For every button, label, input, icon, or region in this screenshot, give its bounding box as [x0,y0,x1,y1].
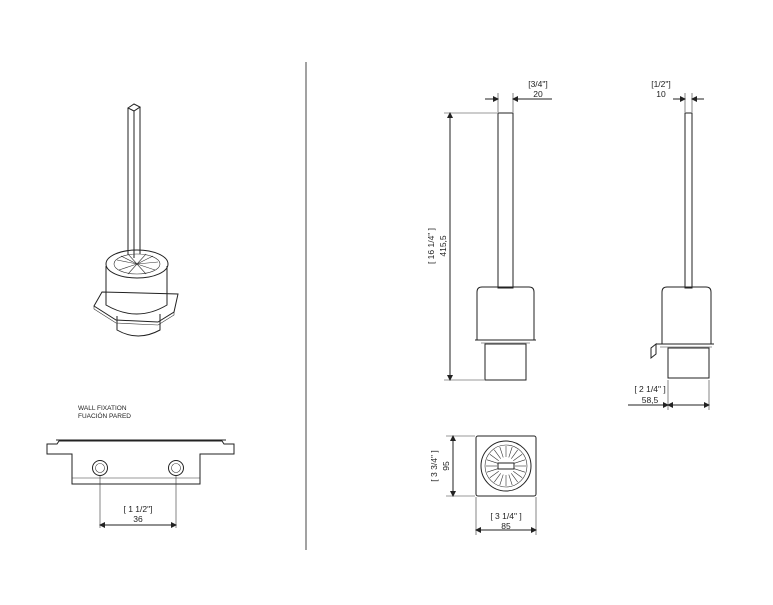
brush-bristle-line [511,473,518,483]
dim-height-imperial: [ 16 1/4" ] [426,228,436,264]
dim-plate-width-mm: 85 [501,521,511,531]
brush-bristle-line [513,471,523,478]
dim-projection-imperial: [ 2 1/4" ] [634,384,665,394]
side-view: [1/2"] 10 [ 2 1/4" ] 58,5 [628,79,714,410]
brush-bristle-line [499,474,504,486]
dim-plate-height-imperial: [ 3 3/4" ] [429,450,439,481]
wall-fixation-view: WALL FIXATION FUACIÓN PARED [ 1 1/2"] 36 [46,405,235,528]
brush-bristle-line [514,459,526,464]
brush-bristle-line [508,446,513,458]
dim-holes-mm: 36 [133,514,143,524]
brush-bristle-line [514,468,526,473]
brush-bristle-line [489,471,499,478]
front-view: [ 16 1/4" ] 415,5 [3/4"] 20 [426,79,552,381]
brush-bristle-line [494,449,501,459]
dim-projection-mm: 58,5 [642,395,659,405]
wall-fixation-label-en: WALL FIXATION [78,405,127,412]
perspective-view [93,103,179,337]
dim-height-mm: 415,5 [438,235,448,257]
dim-handle-side-mm: 10 [656,89,666,99]
dim-plate-width-imperial: [ 3 1/4" ] [490,511,521,521]
dim-handle-side-imperial: [1/2"] [651,79,671,89]
dim-holes-imperial: [ 1 1/2"] [123,504,152,514]
brush-bristle-line [486,459,498,464]
top-view: [ 3 3/4" ] 95 [ 3 1/4" ] 85 [429,435,537,535]
wall-fixation-label-es: FUACIÓN PARED [78,411,131,420]
dim-handle-front-mm: 20 [533,89,543,99]
brush-bristle-line [513,454,523,461]
brush-bristle-line [499,446,504,458]
brush-bristle-line [508,474,513,486]
dim-handle-front-imperial: [3/4"] [528,79,548,89]
brush-bristle-line [494,473,501,483]
brush-bristle-line [489,454,499,461]
brush-bristle-line [511,449,518,459]
brush-bristle-line [486,468,498,473]
dim-plate-height-mm: 95 [441,461,451,471]
